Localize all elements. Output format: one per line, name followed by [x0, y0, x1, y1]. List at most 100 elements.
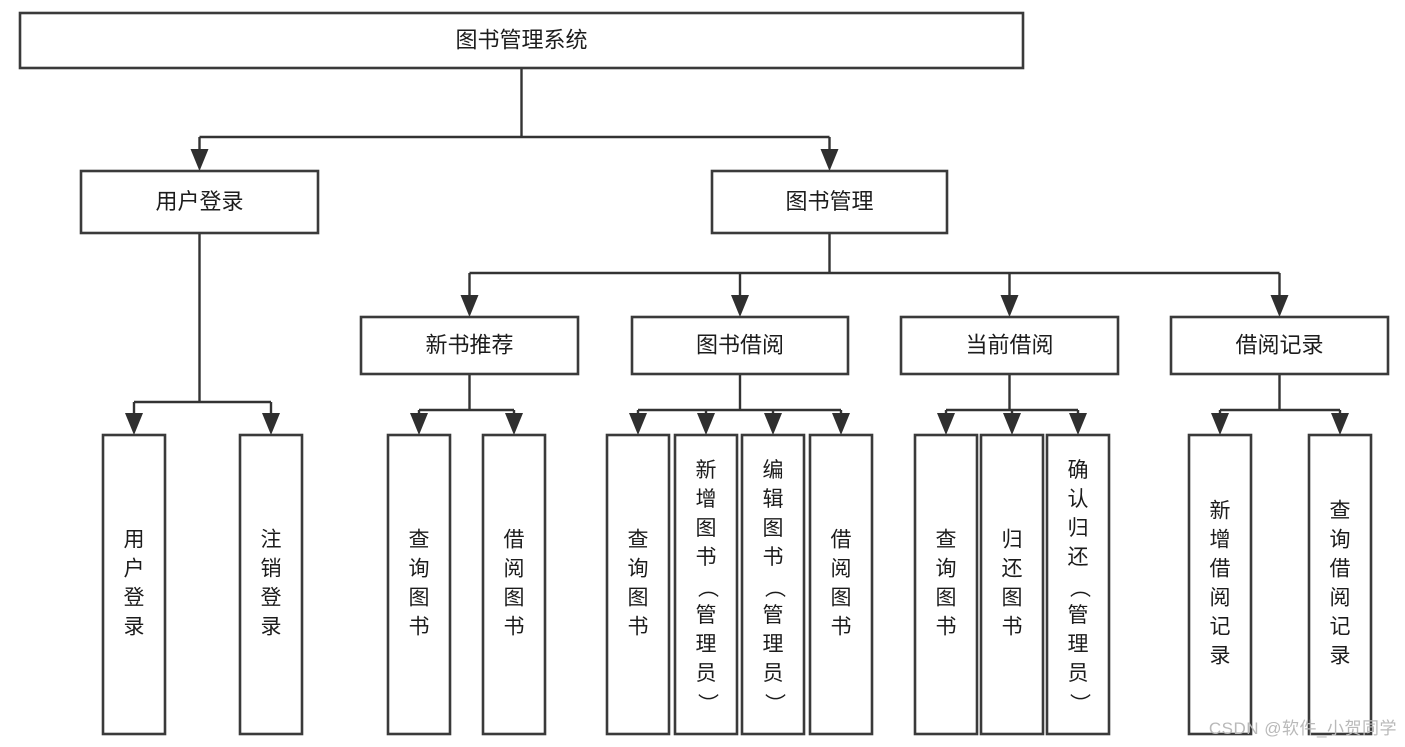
leaf-label-char: 询: [936, 558, 957, 581]
leaf-label-char: 图: [831, 587, 852, 610]
node-label: 当前借阅: [965, 332, 1053, 357]
leaf-label-char: 图: [763, 517, 784, 540]
leaf-label-char: 图: [409, 587, 430, 610]
leaf-label-char: 询: [628, 558, 649, 581]
leaf-label-char: 书: [696, 546, 717, 569]
leaf-label-char: 阅: [831, 558, 852, 581]
leaf-label-char: 销: [261, 558, 282, 581]
arrow-head-icon: [1000, 295, 1019, 317]
leaf-label-char: 员: [1068, 662, 1089, 685]
arrow-head-icon: [125, 413, 143, 435]
leaf-label-char: 增: [696, 488, 717, 511]
node-rect: [630, 315, 850, 376]
leaf-label-char: 新: [1210, 500, 1231, 523]
leaf-label-char: 员: [696, 662, 717, 685]
node-boxes: 图书管理系统用户登录图书管理新书推荐图书借阅当前借阅借阅记录用户登录注销登录查询…: [18, 11, 1390, 736]
node-label: 借阅记录: [1235, 332, 1323, 357]
leaf-label-char: 确: [1068, 459, 1089, 482]
leaf-label-char: 录: [261, 616, 282, 639]
node-label: 图书管理系统: [455, 27, 587, 52]
leaf-label-char: 管: [763, 604, 784, 627]
leaf-label-char: 查: [409, 529, 430, 552]
leaf-node-0[interactable]: 用户登录: [101, 433, 167, 736]
leaf-label-char: 图: [696, 517, 717, 540]
arrow-head-icon: [731, 295, 749, 317]
level2-node-1[interactable]: 图书管理: [710, 169, 949, 235]
leaf-label-char: 查: [1330, 500, 1351, 523]
leaf-label-char: ）: [762, 693, 785, 714]
leaf-label-char: 询: [409, 558, 430, 581]
leaf-label-char: 增: [1210, 529, 1231, 552]
leaf-rect: [1045, 433, 1111, 736]
leaf-label-char: 书: [763, 546, 784, 569]
leaf-rect: [1307, 433, 1373, 736]
leaf-label-char: 书: [409, 616, 430, 639]
leaf-rect: [238, 433, 304, 736]
arrow-head-icon: [820, 149, 839, 171]
leaf-label-char: 借: [504, 529, 525, 552]
leaf-rect: [101, 433, 167, 736]
leaf-label-char: 录: [1330, 645, 1351, 668]
leaf-label-char: 图: [1002, 587, 1023, 610]
level2-node-0[interactable]: 用户登录: [79, 169, 320, 235]
arrow-head-icon: [1003, 413, 1021, 435]
leaf-label-char: 归: [1068, 517, 1089, 540]
level3-node-3[interactable]: 借阅记录: [1169, 315, 1390, 376]
leaf-label-char: 注: [261, 529, 282, 552]
arrow-head-icon: [505, 413, 523, 435]
level3-node-0[interactable]: 新书推荐: [359, 315, 580, 376]
node-label: 新书推荐: [425, 332, 513, 357]
leaf-label-char: 阅: [1210, 587, 1231, 610]
leaf-label-char: 归: [1002, 529, 1023, 552]
leaf-label-char: 录: [1210, 645, 1231, 668]
arrow-head-icon: [1211, 413, 1229, 435]
leaf-label-char: 还: [1068, 546, 1089, 569]
leaf-label-char: 记: [1330, 616, 1351, 639]
leaf-label-char: 借: [831, 529, 852, 552]
leaf-label-char: 书: [628, 616, 649, 639]
leaf-label-char: 图: [936, 587, 957, 610]
leaf-label-char: 员: [763, 662, 784, 685]
leaf-label-char: 记: [1210, 616, 1231, 639]
leaf-label-char: 编: [763, 459, 784, 482]
leaf-label-char: 认: [1068, 488, 1089, 511]
arrow-head-icon: [629, 413, 647, 435]
connector-lines: [125, 68, 1349, 435]
leaf-label-char: 查: [936, 529, 957, 552]
node-rect: [18, 11, 1025, 70]
arrow-head-icon: [937, 413, 955, 435]
leaf-label-char: 管: [696, 604, 717, 627]
node-label: 图书借阅: [696, 332, 784, 357]
root-node-system[interactable]: 图书管理系统: [18, 11, 1025, 70]
leaf-label-char: 阅: [1330, 587, 1351, 610]
node-rect: [79, 169, 320, 235]
arrow-head-icon: [697, 413, 715, 435]
leaf-label-char: 图: [504, 587, 525, 610]
arrow-head-icon: [764, 413, 782, 435]
arrow-head-icon: [460, 295, 479, 317]
level3-node-2[interactable]: 当前借阅: [899, 315, 1120, 376]
leaf-label-char: 还: [1002, 558, 1023, 581]
level3-node-1[interactable]: 图书借阅: [630, 315, 850, 376]
node-label: 图书管理: [785, 189, 873, 214]
leaf-label-char: 登: [261, 587, 282, 610]
leaf-label-char: 用: [124, 529, 145, 552]
leaf-label-char: 书: [1002, 616, 1023, 639]
leaf-label-char: 新: [696, 459, 717, 482]
node-rect: [359, 315, 580, 376]
leaf-label-char: 借: [1330, 558, 1351, 581]
leaf-label-char: 书: [831, 616, 852, 639]
leaf-label-char: 书: [936, 616, 957, 639]
